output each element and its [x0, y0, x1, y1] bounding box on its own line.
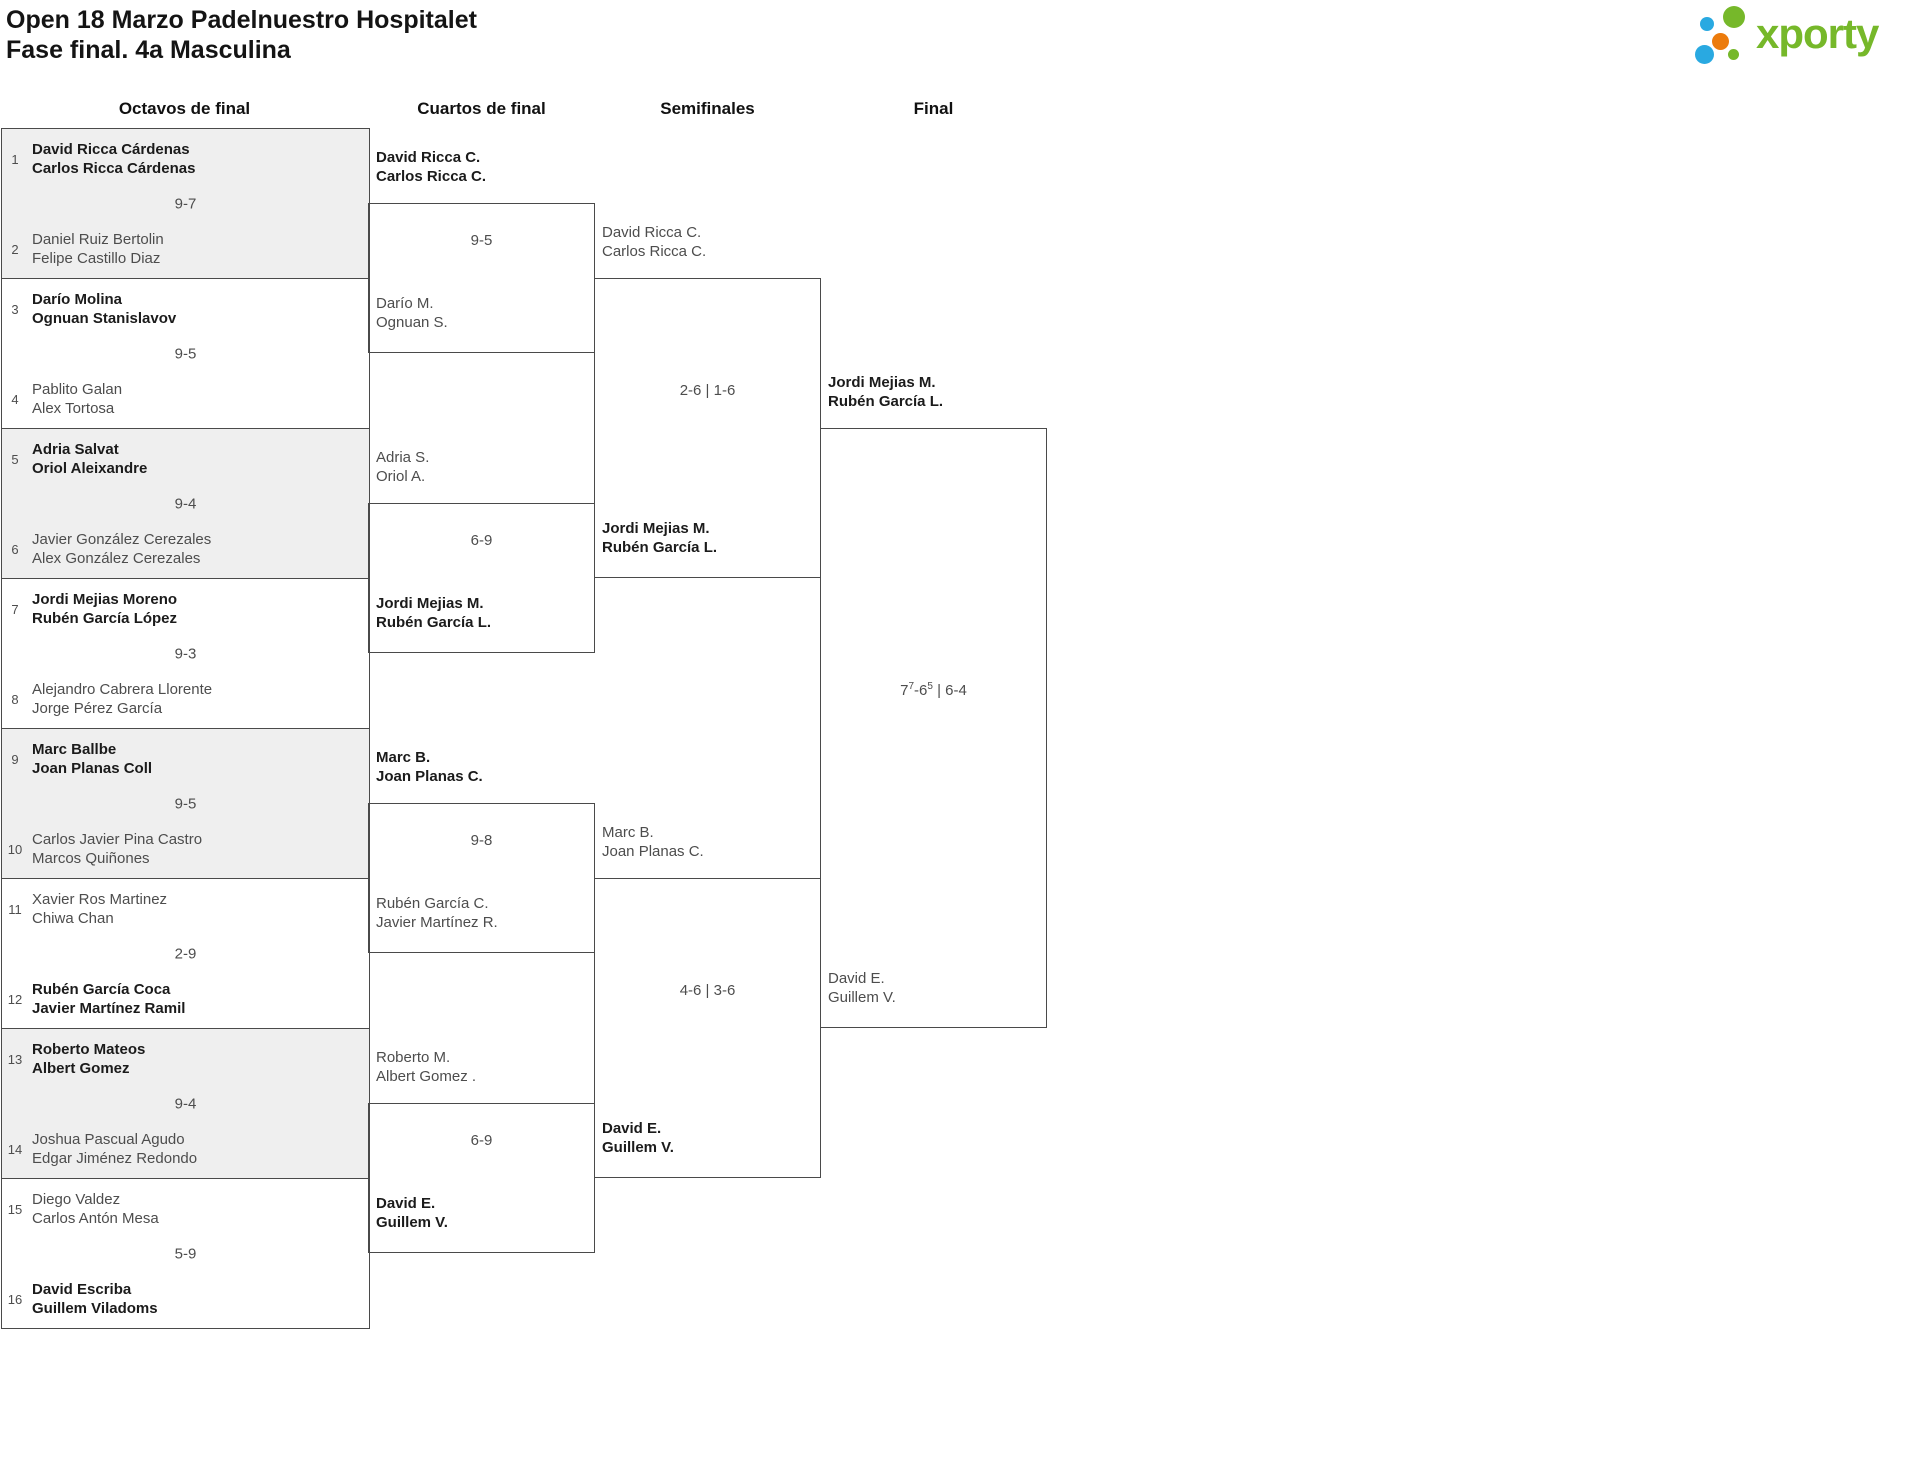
- team-pair: Rubén García C. Javier Martínez R.: [376, 895, 498, 931]
- team-pair: Marc B. Joan Planas C.: [376, 749, 483, 785]
- team-pair: Marc B. Joan Planas C.: [602, 824, 704, 860]
- logo-dot-green-small: [1728, 49, 1739, 60]
- logo-wordmark: xporty: [1756, 10, 1879, 57]
- round-octavos: 1 David Ricca Cárdenas Carlos Ricca Cárd…: [1, 128, 370, 1329]
- match-score: 77-65 | 6-4: [900, 681, 967, 700]
- match-octavos-6[interactable]: 11 Xavier Ros Martinez Chiwa Chan 2-9 12…: [2, 879, 369, 1029]
- seed-number: 14: [7, 1141, 23, 1157]
- match-score: 9-5: [174, 345, 197, 362]
- xporty-logo[interactable]: xporty: [1692, 2, 1912, 64]
- seed-number: 8: [11, 691, 19, 707]
- match-score: 4-6 | 3-6: [679, 982, 736, 999]
- team-pair: Javier González Cerezales Alex González …: [32, 531, 212, 567]
- seed-number: 2: [11, 241, 19, 257]
- match-octavos-4[interactable]: 7 Jordi Mejias Moreno Rubén García López…: [2, 579, 369, 729]
- seed-number: 10: [7, 841, 23, 857]
- logo-dot-green-large: [1723, 6, 1745, 28]
- match-octavos-1[interactable]: 1 David Ricca Cárdenas Carlos Ricca Cárd…: [2, 129, 369, 279]
- seed-number: 1: [11, 151, 19, 167]
- team-pair: Adria Salvat Oriol Aleixandre: [32, 441, 148, 477]
- seed-number: 5: [11, 451, 19, 467]
- team-pair: Joshua Pascual Agudo Edgar Jiménez Redon…: [32, 1131, 198, 1167]
- column-header-semifinales: Semifinales: [660, 99, 755, 118]
- match-score: 6-9: [470, 532, 493, 549]
- match-score: 2-9: [174, 945, 197, 962]
- team-pair: Daniel Ruiz Bertolin Felipe Castillo Dia…: [32, 231, 164, 267]
- team-pair: Jordi Mejias M. Rubén García L.: [376, 595, 492, 631]
- match-score: 9-3: [174, 645, 197, 662]
- match-final[interactable]: Jordi Mejias M. Rubén García L. 77-65 | …: [820, 374, 1047, 1028]
- team-pair: Alejandro Cabrera Llorente Jorge Pérez G…: [32, 681, 213, 717]
- match-score: 9-5: [174, 795, 197, 812]
- tournament-name: Open 18 Marzo Padelnuestro Hospitalet: [6, 6, 477, 34]
- match-score: 9-8: [470, 832, 493, 849]
- seed-number: 15: [7, 1201, 23, 1217]
- team-pair: David Ricca C. Carlos Ricca C.: [602, 224, 707, 260]
- match-score: 9-7: [174, 195, 197, 212]
- team-pair: Carlos Javier Pina Castro Marcos Quiñone…: [32, 831, 203, 867]
- column-header-octavos: Octavos de final: [118, 99, 251, 118]
- team-pair: David E. Guillem V.: [376, 1195, 448, 1231]
- team-pair: David Ricca Cárdenas Carlos Ricca Cárden…: [32, 141, 196, 177]
- match-octavos-3[interactable]: 5 Adria Salvat Oriol Aleixandre 9-4 6 Ja…: [2, 429, 369, 579]
- logo-dot-blue-small: [1700, 17, 1714, 31]
- seed-number: 9: [11, 751, 19, 767]
- seed-number: 3: [11, 301, 19, 317]
- seed-number: 16: [7, 1291, 23, 1307]
- seed-number: 11: [8, 901, 22, 917]
- team-pair: Pablito Galan Alex Tortosa: [32, 381, 123, 417]
- match-semifinal-2[interactable]: Marc B. Joan Planas C. 4-6 | 3-6 David E…: [594, 824, 821, 1178]
- logo-dot-orange: [1712, 33, 1729, 50]
- team-pair: Roberto M. Albert Gomez .: [376, 1049, 477, 1085]
- team-pair: David Ricca C. Carlos Ricca C.: [376, 149, 487, 185]
- team-pair: Marc Ballbe Joan Planas Coll: [32, 741, 153, 777]
- match-octavos-7[interactable]: 13 Roberto Mateos Albert Gomez 9-4 14 Jo…: [2, 1029, 369, 1179]
- logo-dot-blue-large: [1695, 45, 1714, 64]
- match-octavos-8[interactable]: 15 Diego Valdez Carlos Antón Mesa 5-9 16…: [2, 1179, 369, 1328]
- seed-number: 4: [11, 391, 19, 407]
- team-pair: Roberto Mateos Albert Gomez: [32, 1041, 146, 1077]
- team-pair: Jordi Mejias M. Rubén García L.: [828, 374, 944, 410]
- match-cuartos-4[interactable]: Roberto M. Albert Gomez . 6-9 David E. G…: [368, 1049, 595, 1253]
- page-title: Open 18 Marzo Padelnuestro Hospitalet Fa…: [6, 5, 477, 65]
- match-score: 9-5: [470, 232, 493, 249]
- match-score: 2-6 | 1-6: [679, 382, 736, 399]
- team-pair: David Escriba Guillem Viladoms: [32, 1281, 158, 1317]
- team-pair: Jordi Mejias Moreno Rubén García López: [32, 591, 178, 627]
- column-header-cuartos: Cuartos de final: [417, 99, 546, 118]
- team-pair: David E. Guillem V.: [828, 970, 896, 1006]
- seed-number: 12: [7, 991, 23, 1007]
- team-pair: Diego Valdez Carlos Antón Mesa: [32, 1191, 159, 1227]
- team-pair: David E. Guillem V.: [602, 1120, 674, 1156]
- match-cuartos-1[interactable]: David Ricca C. Carlos Ricca C. 9-5 Darío…: [368, 149, 595, 353]
- team-pair: Rubén García Coca Javier Martínez Ramil: [32, 981, 186, 1017]
- team-pair: Adria S. Oriol A.: [376, 449, 430, 485]
- phase-name: Fase final. 4a Masculina: [6, 36, 291, 64]
- match-score: 5-9: [174, 1245, 197, 1262]
- seed-number: 13: [7, 1051, 23, 1067]
- match-score: 9-4: [174, 495, 197, 512]
- match-cuartos-3[interactable]: Marc B. Joan Planas C. 9-8 Rubén García …: [368, 749, 595, 953]
- match-semifinal-1[interactable]: David Ricca C. Carlos Ricca C. 2-6 | 1-6…: [594, 224, 821, 578]
- match-octavos-2[interactable]: 3 Darío Molina Ognuan Stanislavov 9-5 4 …: [2, 279, 369, 429]
- team-pair: Darío M. Ognuan S.: [376, 295, 448, 331]
- match-octavos-5[interactable]: 9 Marc Ballbe Joan Planas Coll 9-5 10 Ca…: [2, 729, 369, 879]
- column-header-final: Final: [913, 99, 954, 118]
- match-cuartos-2[interactable]: Adria S. Oriol A. 6-9 Jordi Mejias M. Ru…: [368, 449, 595, 653]
- seed-number: 6: [11, 541, 19, 557]
- team-pair: Jordi Mejias M. Rubén García L.: [602, 520, 718, 556]
- seed-number: 7: [11, 601, 19, 617]
- match-score: 9-4: [174, 1095, 197, 1112]
- team-pair: Darío Molina Ognuan Stanislavov: [32, 291, 177, 327]
- match-score: 6-9: [470, 1132, 493, 1149]
- team-pair: Xavier Ros Martinez Chiwa Chan: [32, 891, 168, 927]
